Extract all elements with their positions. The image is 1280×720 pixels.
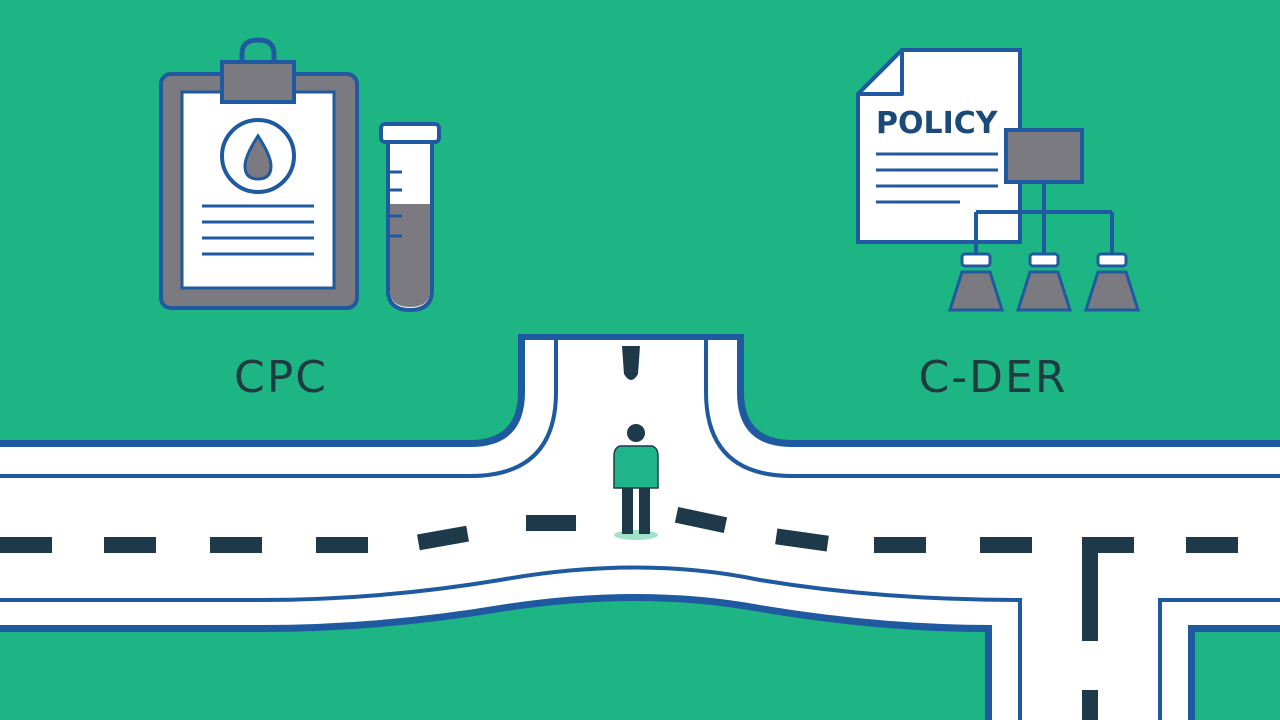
road-dash — [674, 506, 728, 534]
road-dash — [104, 537, 156, 553]
blood-drop-icon — [243, 133, 273, 181]
lane-line-top-right — [704, 340, 1280, 478]
test-tube-liquid — [390, 204, 430, 307]
test-tube-cap — [379, 122, 441, 144]
org-chart-node — [947, 252, 1005, 312]
org-chart-top-box — [1004, 128, 1084, 184]
test-tube-icon — [379, 122, 441, 313]
road-dash — [0, 537, 52, 553]
road-dash — [210, 537, 262, 553]
lane-line-top-left — [0, 340, 558, 478]
clipboard-icon — [159, 37, 359, 310]
person-head — [627, 424, 645, 442]
road-dash — [1082, 553, 1098, 641]
policy-title: POLICY — [876, 106, 999, 141]
person-leg — [639, 488, 650, 534]
road-dash — [316, 537, 368, 553]
person-body — [613, 445, 659, 489]
clipboard-clip — [220, 60, 296, 104]
person-leg — [622, 488, 633, 534]
person-shadow — [614, 530, 658, 540]
clipboard-ring — [239, 37, 277, 62]
policy-document-icon: POLICY — [856, 48, 1022, 244]
policy-fold — [856, 48, 904, 96]
road-dash — [980, 537, 1032, 553]
org-chart-icon — [947, 128, 1141, 312]
lane-line-bottom-right — [1158, 598, 1280, 720]
road-dash — [1186, 537, 1238, 553]
org-chart-node — [1015, 252, 1073, 312]
road-dash — [526, 515, 576, 531]
org-chart-node — [1083, 252, 1141, 312]
road-dash — [416, 525, 470, 551]
center-dashes — [0, 346, 1238, 720]
label-c-der: C-DER — [919, 352, 1068, 403]
lane-line-bottom — [0, 565, 1022, 720]
road-dash — [1082, 690, 1098, 720]
road-dash — [775, 528, 829, 552]
road-dash — [874, 537, 926, 553]
road-dash — [622, 346, 640, 380]
label-cpc: CPC — [234, 352, 328, 403]
person-icon — [613, 424, 659, 540]
road-dash — [1082, 537, 1134, 553]
